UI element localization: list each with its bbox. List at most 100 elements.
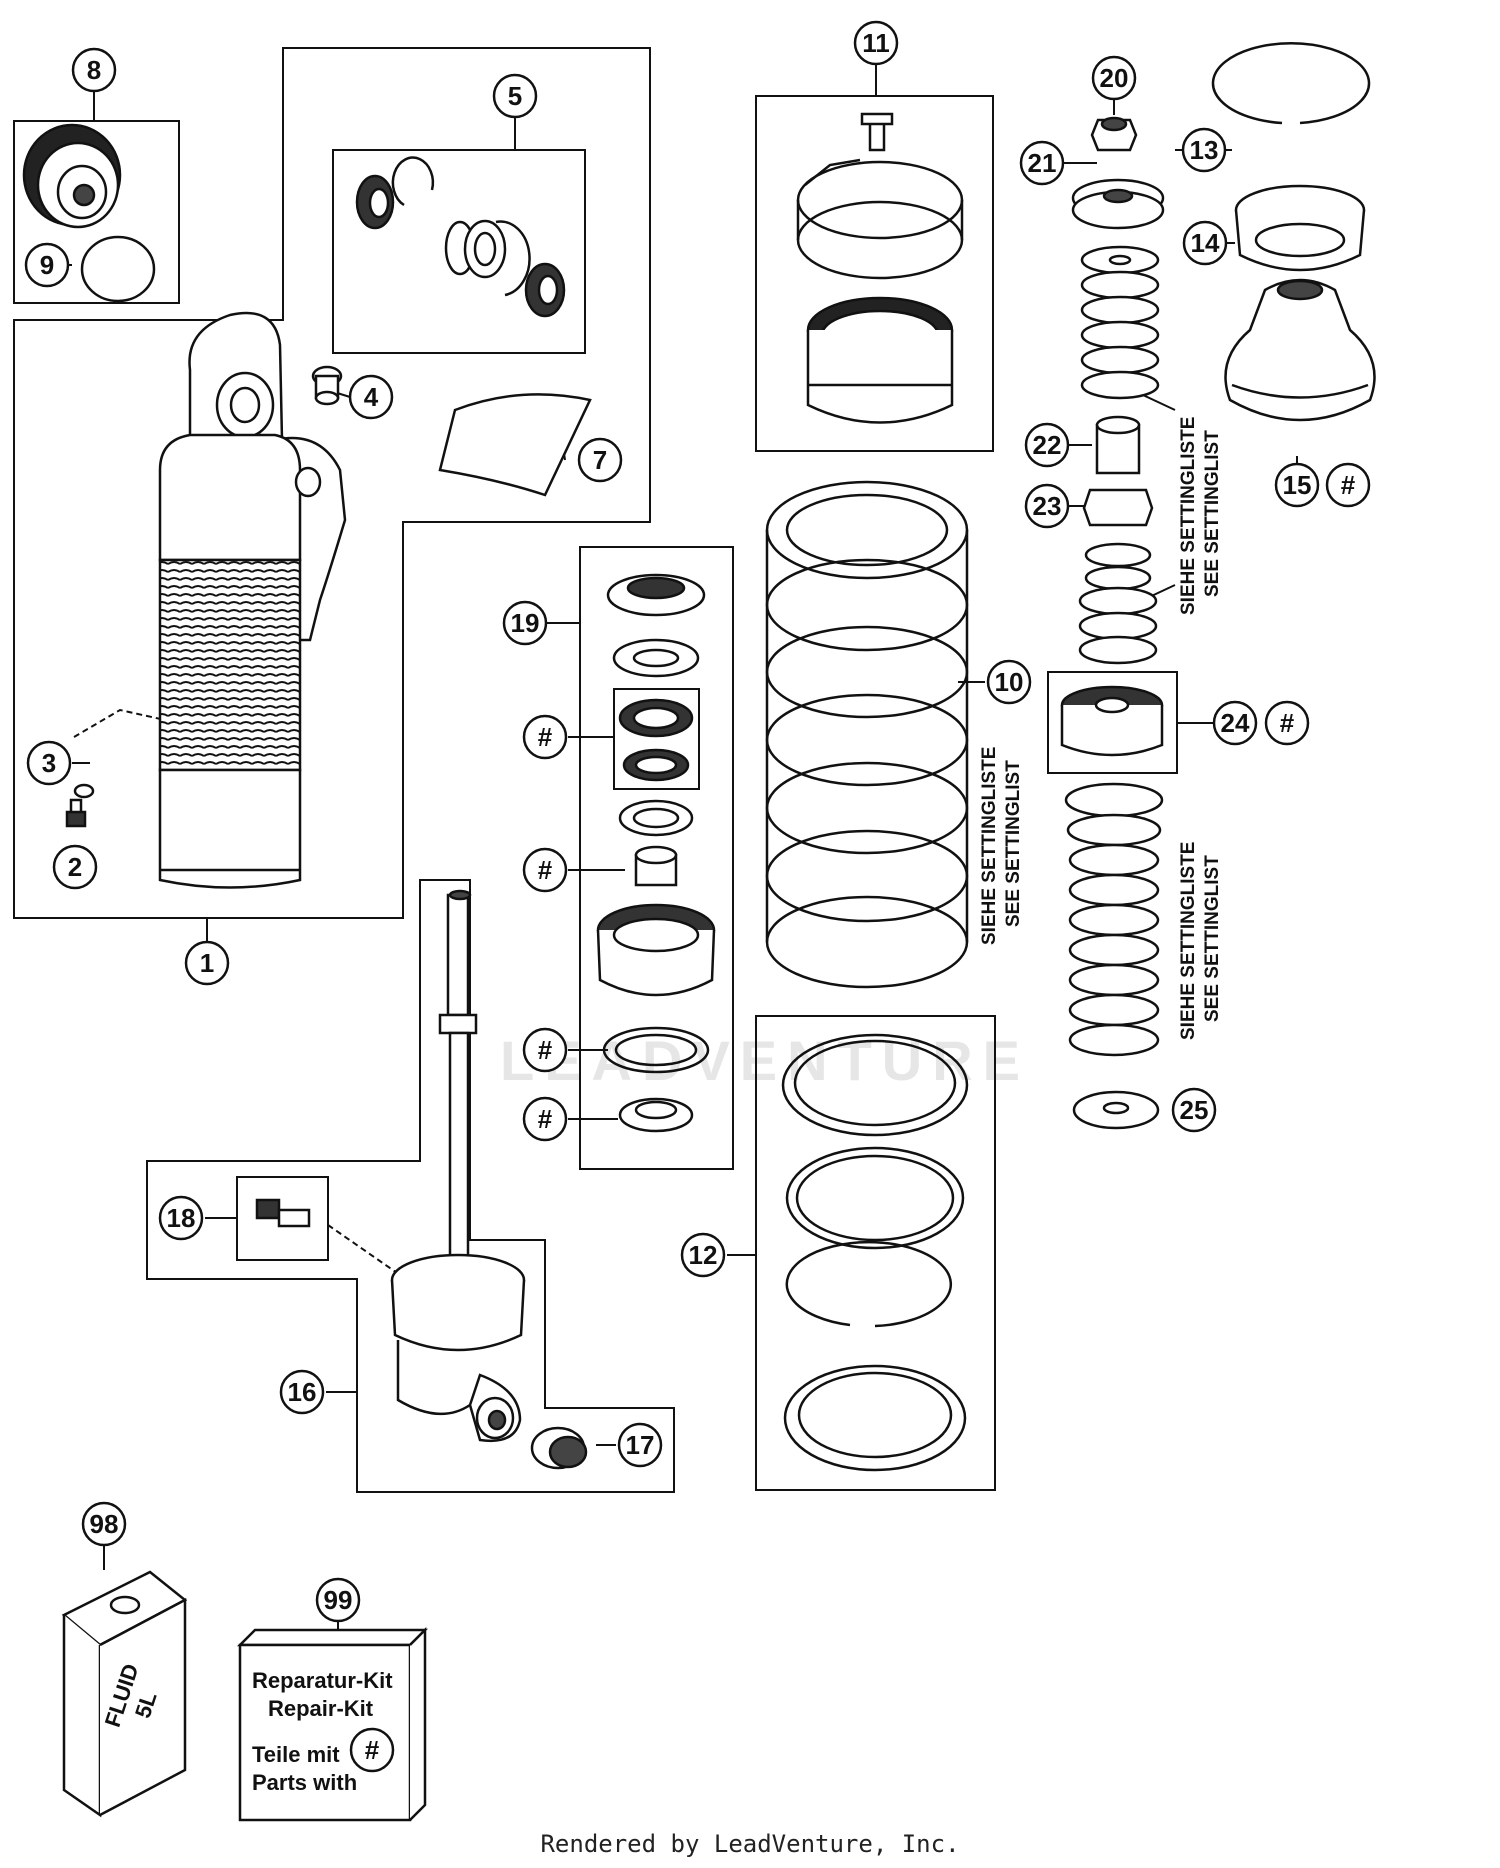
callout-99[interactable]: 99 xyxy=(315,1577,361,1623)
callout-16[interactable]: 16 xyxy=(279,1369,325,1415)
svg-text:17: 17 xyxy=(626,1430,655,1460)
part-23-nut xyxy=(1082,488,1154,527)
repair-kit-symbol-circle xyxy=(349,1727,395,1773)
footer-credit: Rendered by LeadVenture, Inc. xyxy=(540,1830,959,1858)
parts-drawing xyxy=(22,42,1376,1822)
svg-text:14: 14 xyxy=(1191,228,1220,258)
svg-text:4: 4 xyxy=(364,382,379,412)
callout-12[interactable]: 12 xyxy=(680,1232,726,1278)
callout-14[interactable]: 14 xyxy=(1182,220,1228,266)
callout-8[interactable]: 8 xyxy=(71,47,117,93)
part-3-washer xyxy=(73,783,95,799)
repair-kit-label: Reparatur-Kit Repair-Kit Teile mit Parts… xyxy=(252,1668,395,1795)
callout-5[interactable]: 5 xyxy=(492,73,538,119)
callout-11[interactable]: 11 xyxy=(853,20,899,66)
svg-text:#: # xyxy=(365,1735,380,1765)
callout-18[interactable]: 18 xyxy=(158,1195,204,1241)
part-12-ring-set xyxy=(781,1033,969,1472)
shim-stack-middle xyxy=(1078,542,1158,665)
svg-text:#: # xyxy=(538,1104,553,1134)
box-part-11 xyxy=(755,95,994,452)
callout-2[interactable]: 2 xyxy=(52,844,98,890)
svg-text:SIEHE SETTINGLISTE: SIEHE SETTINGLISTE xyxy=(979,747,1000,945)
part-98-fluid-can xyxy=(61,1570,188,1818)
watermark: LEADVENTURE xyxy=(500,1029,1030,1092)
callout-4[interactable]: 4 xyxy=(348,374,394,420)
callout-19[interactable]: 19 xyxy=(502,600,548,646)
part-2-valve xyxy=(65,798,87,828)
part-9-o-ring xyxy=(80,235,156,303)
callout-25[interactable]: 25 xyxy=(1171,1087,1217,1133)
callout-9[interactable]: 9 xyxy=(24,242,70,288)
part-21-plate xyxy=(1071,178,1165,230)
callout-15-hash[interactable]: # xyxy=(1325,462,1371,508)
callout-hash-d[interactable]: # xyxy=(522,1096,568,1142)
svg-text:#: # xyxy=(1341,470,1356,500)
part-11-spring-adjuster xyxy=(796,112,964,424)
svg-text:SEE SETTINGLIST: SEE SETTINGLIST xyxy=(1202,855,1223,1022)
svg-text:SIEHE SETTINGLISTE: SIEHE SETTINGLISTE xyxy=(1178,842,1199,1040)
svg-text:#: # xyxy=(538,722,553,752)
part-16-rod-clevis xyxy=(390,889,526,1443)
svg-text:5: 5 xyxy=(508,81,522,111)
callout-hash-c[interactable]: # xyxy=(522,1027,568,1073)
part-14-spring-seat xyxy=(1234,184,1366,272)
callout-98[interactable]: 98 xyxy=(81,1501,127,1547)
svg-text:25: 25 xyxy=(1180,1095,1209,1125)
callout-20[interactable]: 20 xyxy=(1091,55,1137,101)
part-22-spacer xyxy=(1095,415,1141,475)
box-part-5 xyxy=(332,149,586,354)
callout-17[interactable]: 17 xyxy=(617,1422,663,1468)
part-4-cap xyxy=(311,365,343,406)
svg-text:Repair-Kit: Repair-Kit xyxy=(268,1696,374,1721)
svg-text:23: 23 xyxy=(1033,491,1062,521)
shim-stack-lower xyxy=(1064,782,1164,1057)
part-17-bushing xyxy=(530,1426,588,1470)
svg-text:8: 8 xyxy=(87,55,101,85)
callout-21[interactable]: 21 xyxy=(1019,140,1065,186)
svg-text:SEE SETTINGLIST: SEE SETTINGLIST xyxy=(1202,430,1223,597)
callout-10[interactable]: 10 xyxy=(986,659,1032,705)
svg-text:SEE SETTINGLIST: SEE SETTINGLIST xyxy=(1003,760,1024,927)
callout-hash-b[interactable]: # xyxy=(522,847,568,893)
setting-note-shims-lower: SIEHE SETTINGLISTE SEE SETTINGLIST xyxy=(1178,842,1223,1040)
svg-text:19: 19 xyxy=(511,608,540,638)
svg-text:Parts with: Parts with xyxy=(252,1770,357,1795)
svg-text:11: 11 xyxy=(862,28,890,58)
watermark-text: LEADVENTURE xyxy=(500,1029,1030,1092)
callout-24[interactable]: 24 xyxy=(1212,700,1258,746)
callout-1[interactable]: 1 xyxy=(184,940,230,986)
svg-text:16: 16 xyxy=(288,1377,317,1407)
callout-24-hash[interactable]: # xyxy=(1264,700,1310,746)
svg-text:SIEHE SETTINGLISTE: SIEHE SETTINGLISTE xyxy=(1178,417,1199,615)
box-part-8 xyxy=(13,120,180,304)
svg-text:7: 7 xyxy=(593,445,607,475)
svg-text:99: 99 xyxy=(324,1585,353,1615)
svg-text:20: 20 xyxy=(1100,63,1129,93)
callout-hash-a[interactable]: # xyxy=(522,714,568,760)
bracket-part-1 xyxy=(13,47,651,919)
callouts: 8 9 5 4 7 3 2 1 11 20 13 21 14 15 # 22 2… xyxy=(24,20,1371,1623)
callout-13[interactable]: 13 xyxy=(1181,127,1227,173)
box-seal-kit xyxy=(613,688,700,790)
callout-3[interactable]: 3 xyxy=(26,740,72,786)
svg-text:#: # xyxy=(538,855,553,885)
part-10-spring xyxy=(765,480,969,989)
svg-text:24: 24 xyxy=(1221,708,1250,738)
svg-text:18: 18 xyxy=(167,1203,196,1233)
part-19-seal-head xyxy=(596,573,716,1133)
setting-note-spring: SIEHE SETTINGLISTE SEE SETTINGLIST xyxy=(979,747,1024,945)
svg-text:Reparatur-Kit: Reparatur-Kit xyxy=(252,1668,393,1693)
callout-15[interactable]: 15 xyxy=(1274,462,1320,508)
part-5-bushing-set xyxy=(355,156,566,318)
callout-7[interactable]: 7 xyxy=(577,437,623,483)
svg-text:13: 13 xyxy=(1190,135,1219,165)
box-part-19 xyxy=(579,546,734,1170)
svg-text:3: 3 xyxy=(42,748,56,778)
callout-23[interactable]: 23 xyxy=(1024,483,1070,529)
svg-text:10: 10 xyxy=(995,667,1024,697)
part-18-valve xyxy=(255,1198,311,1228)
callout-22[interactable]: 22 xyxy=(1024,422,1070,468)
svg-text:1: 1 xyxy=(200,948,214,978)
part-99-repair-kit-box xyxy=(236,1626,429,1822)
